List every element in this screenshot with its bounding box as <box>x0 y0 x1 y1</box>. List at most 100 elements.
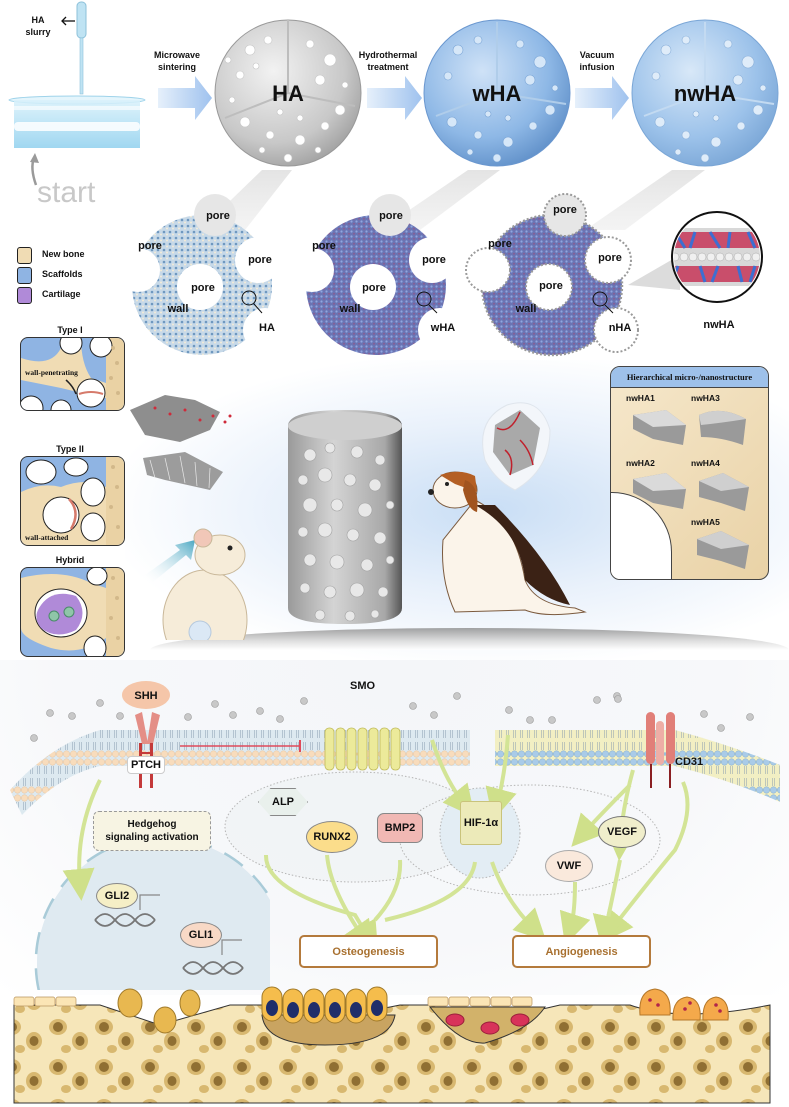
magnified-label: nwHA <box>703 319 735 331</box>
petri-dish-icon <box>8 95 146 148</box>
legend-swatch-cartilage <box>17 287 32 304</box>
nanostructure-nwha4 <box>699 473 749 511</box>
legend-swatch-scaffolds <box>17 267 32 284</box>
hedgehog-activation-box: Hedgehog signaling activation <box>93 811 211 851</box>
step-label-microwave: Microwave sintering <box>153 50 201 72</box>
nanostructure-label: nwHA3 <box>691 393 720 403</box>
pore-label: pore <box>362 282 386 294</box>
wall-label: wall <box>515 303 537 315</box>
dog-illustration <box>428 471 587 616</box>
pore-label: pore <box>379 210 403 222</box>
nanostructure-nwha5 <box>697 531 749 569</box>
nanostructure-label: nwHA1 <box>626 393 655 403</box>
type-annotation: wall-attached <box>25 533 69 542</box>
slurry-label: HA slurry <box>25 15 51 37</box>
pore-label: pore <box>312 240 336 252</box>
vegf-label: VEGF <box>598 816 646 848</box>
type-title: Type II <box>56 444 84 454</box>
nanostructure-label: nwHA4 <box>691 458 720 468</box>
sphere-label-ha: HA <box>272 81 304 106</box>
start-label: start <box>37 176 96 209</box>
sphere-wha <box>423 19 571 167</box>
hybrid-panel <box>20 567 125 657</box>
gli1-label: GLI1 <box>180 922 222 948</box>
cross-sections <box>116 170 763 357</box>
transcription-arrow-icon <box>139 894 160 910</box>
dna-icon <box>182 961 244 975</box>
vascularized-scaffold-callout <box>482 402 551 491</box>
pipette-icon <box>76 1 87 95</box>
shh-label: SHH <box>134 690 158 702</box>
type-annotation: wall-penetrating <box>25 368 78 377</box>
lining-cells <box>13 996 533 1007</box>
hierarchy-title: Hierarchical micro-/nanostructure <box>611 367 768 388</box>
type-title: Hybrid <box>55 555 85 565</box>
pore-label: pore <box>191 282 215 294</box>
pore-label: pore <box>206 210 230 222</box>
nanostructure-nwha2 <box>633 473 686 509</box>
step-label-hydrothermal: Hydrothermal treatment <box>358 50 418 72</box>
zoom-beam-3 <box>585 170 705 230</box>
pore-label: pore <box>138 240 162 252</box>
sphere-nwha <box>631 19 779 167</box>
smo-receptor <box>324 727 401 771</box>
pore-label: pore <box>422 254 446 266</box>
type-title: Type I <box>57 325 83 335</box>
callout-wha: wHA <box>430 322 456 334</box>
rat-illustration <box>162 528 248 640</box>
osteoclasts <box>639 988 729 1021</box>
legend-swatch-new-bone <box>17 247 32 264</box>
transcription-arrow-icon <box>221 939 242 955</box>
cd31-label: CD31 <box>675 756 704 768</box>
scaffold-fragment-nanowire <box>143 452 223 490</box>
magnified-nwha-circle <box>671 211 763 303</box>
callout-nha: nHA <box>608 322 632 334</box>
pore-label: pore <box>553 204 577 216</box>
process-arrow-3 <box>575 76 629 120</box>
scaffold-cylinder <box>288 410 402 624</box>
bmp2-label: BMP2 <box>377 813 423 843</box>
bone-tissue-strip <box>13 986 771 1104</box>
pathway-arrows <box>62 734 690 954</box>
legend-label: Cartilage <box>42 289 81 299</box>
shh-ligand <box>122 681 170 709</box>
legend-label: Scaffolds <box>42 269 83 279</box>
type-i-panel: wall-penetrating <box>20 337 125 411</box>
cd31-receptor <box>646 712 675 788</box>
cell-membrane-right <box>495 730 780 802</box>
step-label-vacuum: Vacuum infusion <box>579 50 615 72</box>
ptch-label: PTCH <box>127 756 165 774</box>
nucleus <box>34 835 273 990</box>
hif1a-label: HIF-1α <box>460 801 502 845</box>
alp-label: ALP <box>258 788 308 816</box>
process-arrow-2 <box>367 76 422 120</box>
stem-cells <box>117 988 201 1034</box>
gli2-label: GLI2 <box>96 883 138 909</box>
sphere-ha <box>214 19 362 167</box>
ground-shadow <box>150 628 789 650</box>
hierarchy-panel: Hierarchical micro-/nanostructure nwHA1 … <box>610 366 769 580</box>
wall-label: wall <box>339 303 361 315</box>
left-arrow-icon <box>61 16 75 26</box>
sphere-label-wha: wHA <box>472 81 522 106</box>
implant-arrow-icon <box>145 540 195 582</box>
sphere-label-nwha: nwHA <box>673 81 737 106</box>
smo-label: SMO <box>350 680 376 692</box>
start-arrow-icon <box>30 153 39 186</box>
scaffold-fragment-red <box>130 395 232 442</box>
callout-ha: HA <box>259 322 275 334</box>
pore-label: pore <box>539 280 563 292</box>
wall-label: wall <box>167 303 189 315</box>
osteogenesis-box: Osteogenesis <box>299 935 438 968</box>
pore-label: pore <box>598 252 622 264</box>
legend-label: New bone <box>42 249 85 259</box>
magnify-beam <box>628 255 680 290</box>
nanostructure-label: nwHA5 <box>691 517 720 527</box>
nanostructure-nwha3 <box>699 410 746 445</box>
nanostructure-images <box>633 410 749 569</box>
vwf-label: VWF <box>545 850 593 882</box>
cross-section-wha <box>290 194 462 355</box>
osteoblasts <box>261 986 396 1046</box>
nanostructure-nwha1 <box>633 410 686 445</box>
osteocytes <box>428 1006 546 1044</box>
